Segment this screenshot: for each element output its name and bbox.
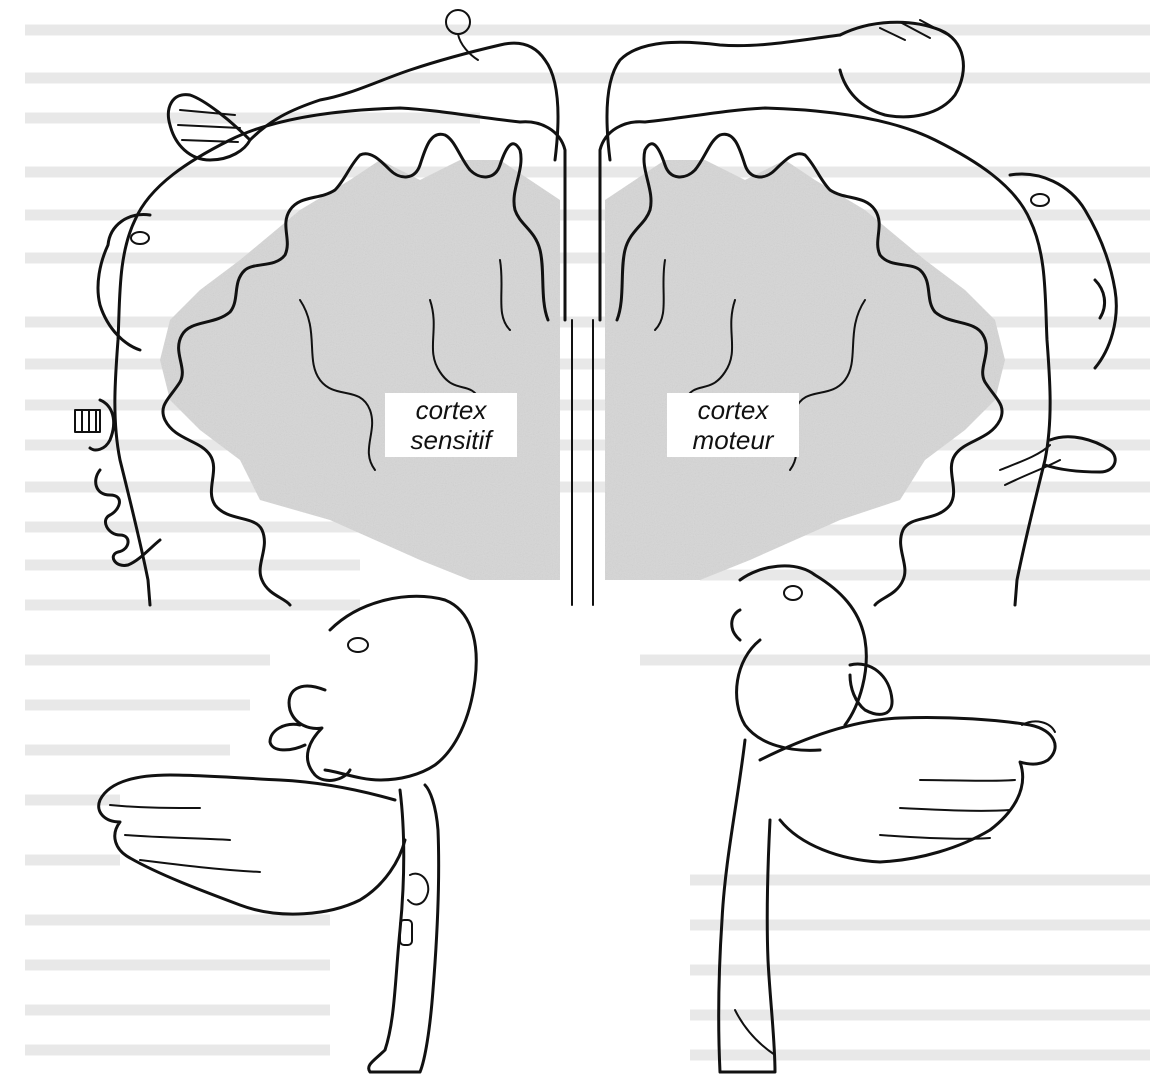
sensory-hand-icon: [99, 775, 405, 914]
sensory-cortex-label: cortex sensitif: [385, 393, 517, 457]
sensory-genitals-icon: [408, 874, 428, 905]
sensory-homunculus: [99, 596, 477, 1072]
motor-homunculus: [719, 566, 1055, 1072]
motor-head-icon: [740, 566, 866, 725]
motor-label-line2: moteur: [673, 425, 793, 455]
right-upper-hand-icon: [840, 22, 963, 117]
left-face-icon: [98, 215, 150, 350]
sensory-tongue-icon: [270, 724, 305, 750]
bleed-through-text: [25, 30, 1150, 1055]
right-face-icon: [1010, 174, 1116, 368]
motor-cortex-label: cortex moteur: [667, 393, 799, 457]
motor-label-line1: cortex: [673, 395, 793, 425]
motor-hand-icon: [760, 717, 1055, 862]
sensory-head-icon: [325, 596, 476, 780]
sensory-body-icon: [369, 785, 439, 1072]
sensory-label-line2: sensitif: [391, 425, 511, 455]
sensory-label-line1: cortex: [391, 395, 511, 425]
sensory-lips-icon: [289, 686, 350, 780]
leg-icon: [607, 35, 840, 160]
motor-body-icon: [719, 740, 775, 1072]
foot-icon: [250, 43, 558, 160]
